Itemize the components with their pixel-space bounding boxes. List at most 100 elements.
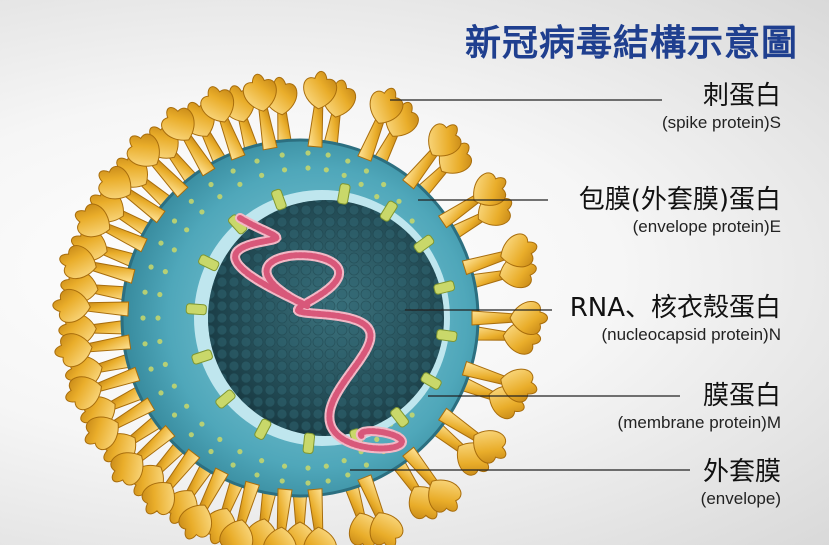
envelope-dot bbox=[341, 172, 347, 178]
membrane-protein bbox=[390, 407, 409, 428]
spike-protein bbox=[437, 407, 507, 464]
envelope-dot bbox=[325, 478, 331, 484]
spike-protein bbox=[84, 397, 156, 450]
envelope-dot bbox=[155, 315, 161, 321]
spike-protein bbox=[74, 203, 148, 253]
spike-protein bbox=[357, 87, 404, 162]
envelope-dot bbox=[237, 181, 243, 187]
envelope-dot bbox=[409, 218, 415, 224]
envelope-dot bbox=[325, 152, 331, 158]
envelope-dot bbox=[217, 194, 223, 200]
label-spike-protein-zh: 刺蛋白 bbox=[702, 81, 781, 111]
label-membrane-protein: 膜蛋白 (membrane protein)M bbox=[618, 380, 781, 434]
membrane-protein bbox=[420, 372, 442, 390]
envelope-dot bbox=[381, 181, 387, 188]
spike-protein bbox=[110, 424, 176, 486]
envelope-dot bbox=[199, 421, 205, 427]
label-envelope-protein: 包膜(外套膜)蛋白 (envelope protein)E bbox=[579, 184, 781, 238]
spike-protein bbox=[303, 70, 338, 148]
envelope-dot bbox=[305, 480, 311, 486]
envelope-dot bbox=[208, 448, 214, 455]
envelope-dot bbox=[409, 412, 415, 418]
envelope-dot bbox=[188, 198, 194, 204]
label-spike-protein-en: (spike protein)S bbox=[661, 113, 781, 132]
envelope-dot bbox=[217, 436, 223, 442]
label-envelope: 外套膜 (envelope) bbox=[701, 456, 781, 510]
envelope-dot bbox=[171, 412, 178, 418]
envelope-dot bbox=[158, 240, 164, 246]
envelope-dot bbox=[396, 198, 402, 204]
envelope-dot bbox=[374, 194, 380, 200]
membrane-protein bbox=[191, 349, 213, 365]
label-spike-protein: 刺蛋白 (spike protein)S bbox=[662, 80, 781, 134]
envelope-dot bbox=[171, 218, 178, 224]
envelope-dot bbox=[341, 458, 347, 464]
spike-protein bbox=[461, 360, 538, 403]
envelope-dot bbox=[363, 168, 370, 174]
envelope-dot bbox=[358, 181, 364, 187]
envelope-dot bbox=[279, 152, 285, 158]
envelope-dot bbox=[142, 289, 148, 295]
envelope-dot bbox=[162, 269, 168, 275]
envelope-dot bbox=[374, 436, 380, 442]
spike-protein bbox=[219, 480, 260, 545]
envelope-dot bbox=[279, 478, 285, 484]
membrane-protein bbox=[302, 432, 316, 454]
envelope-dot bbox=[184, 403, 190, 409]
envelope-dot bbox=[254, 472, 260, 478]
spike-protein bbox=[126, 133, 189, 198]
spike-protein bbox=[357, 474, 404, 545]
envelope-dot bbox=[142, 341, 148, 347]
label-envelope-protein-zh: 包膜(外套膜)蛋白 bbox=[578, 185, 781, 215]
membrane-protein bbox=[198, 254, 220, 272]
envelope-dot bbox=[323, 463, 329, 469]
envelope-dot bbox=[259, 172, 265, 178]
spike-protein bbox=[461, 233, 538, 276]
envelope-dot bbox=[305, 465, 311, 471]
membrane-protein bbox=[337, 183, 351, 205]
envelope-dot bbox=[208, 181, 214, 188]
spike-protein bbox=[402, 446, 462, 513]
envelope-dot bbox=[148, 366, 154, 372]
membrane-protein bbox=[254, 418, 272, 440]
envelope-dot bbox=[184, 227, 190, 233]
spike-protein bbox=[402, 123, 462, 190]
membrane-protein bbox=[379, 200, 398, 222]
spike-protein bbox=[303, 488, 338, 545]
envelope-dot bbox=[162, 361, 168, 367]
label-envelope-en: (envelope) bbox=[700, 489, 781, 508]
envelope-dot bbox=[305, 150, 311, 156]
envelope-dot bbox=[158, 390, 164, 396]
rna-core bbox=[232, 215, 406, 452]
spike-protein bbox=[200, 86, 246, 161]
spike-protein bbox=[141, 448, 201, 516]
envelope-dot bbox=[188, 432, 194, 438]
envelope-dot bbox=[171, 247, 177, 253]
envelope-dot bbox=[281, 167, 288, 173]
label-nucleocapsid: RNA、核衣殼蛋白 (nucleocapsid protein)N bbox=[570, 292, 781, 346]
membrane-protein bbox=[185, 303, 207, 316]
spike-protein bbox=[59, 245, 136, 284]
label-nucleocapsid-en: (nucleocapsid protein)N bbox=[601, 325, 781, 344]
membrane-protein bbox=[433, 280, 456, 295]
envelope-dot bbox=[254, 158, 260, 164]
label-envelope-zh: 外套膜 bbox=[702, 457, 781, 487]
label-nucleocapsid-zh: RNA、核衣殼蛋白 bbox=[569, 293, 781, 323]
envelope-dot bbox=[237, 449, 243, 455]
envelope-dot bbox=[230, 462, 236, 468]
envelope-dot bbox=[230, 168, 236, 174]
spike-protein bbox=[178, 467, 229, 540]
spike-protein bbox=[54, 333, 132, 368]
spike-protein bbox=[65, 366, 141, 411]
envelope-dot bbox=[140, 315, 146, 321]
envelope-dot bbox=[323, 167, 329, 173]
membrane-protein bbox=[436, 329, 458, 342]
envelope-dot bbox=[281, 463, 288, 469]
leader-lines bbox=[350, 99, 690, 471]
rna-strand bbox=[230, 213, 408, 454]
envelope-dot bbox=[345, 472, 351, 478]
label-membrane-protein-en: (membrane protein)M bbox=[617, 413, 781, 432]
membrane-protein bbox=[215, 389, 236, 409]
label-membrane-protein-zh: 膜蛋白 bbox=[702, 381, 781, 411]
